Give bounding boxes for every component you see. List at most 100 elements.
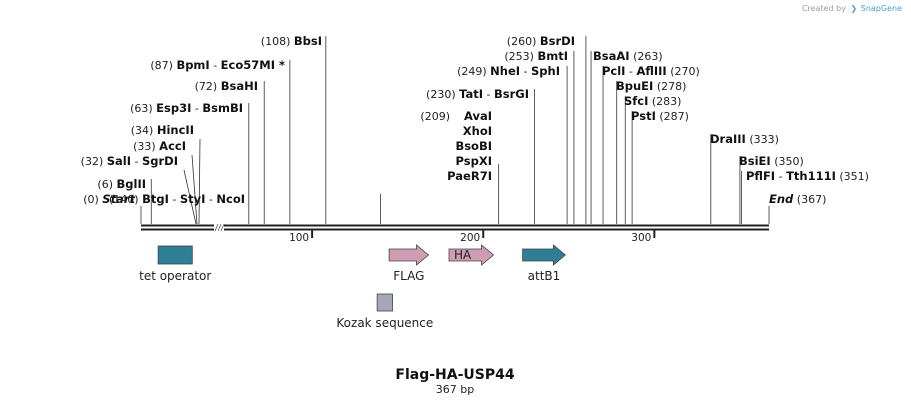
enzyme-name[interactable]: PspXI (456, 154, 492, 168)
enzyme-site-label[interactable]: PclI - AflIII (270) (602, 64, 700, 78)
enzyme-site-label[interactable]: (140) BtgI - StyI - NcoI (109, 192, 245, 206)
enzyme-position: (230) (426, 88, 456, 101)
enzyme-site-label[interactable]: (33) AccI (133, 139, 186, 153)
enzyme-name[interactable]: BsoBI (455, 139, 492, 153)
enzyme-position: (140) (109, 193, 139, 206)
enzyme-position: (33) (133, 140, 156, 153)
enzyme-name: SgrDI (142, 154, 178, 168)
enzyme-name[interactable]: XhoI (463, 124, 492, 138)
watermark-brand: SnapGene (861, 4, 902, 13)
cut-site-lines (140, 36, 770, 225)
enzyme-name: BpmI (176, 58, 209, 72)
enzyme-name: SphI (531, 64, 560, 78)
enzyme-name: AccI (159, 139, 186, 153)
enzyme-site-label[interactable]: (253) BmtI (504, 49, 568, 63)
enzyme-name: BglII (117, 177, 147, 191)
sequence-title: Flag-HA-USP44 (395, 367, 514, 383)
enzyme-position: (253) (504, 50, 534, 63)
enzyme-position: (209) (420, 110, 450, 123)
enzyme-name: BpuEI (616, 79, 653, 93)
enzyme-position: (263) (633, 50, 663, 63)
enzyme-position: (350) (774, 155, 804, 168)
enzyme-name[interactable]: PaeR7I (447, 169, 492, 183)
enzyme-site-label[interactable]: (249) NheI - SphI (457, 64, 560, 78)
enzyme-position: (63) (130, 102, 153, 115)
backbone-break-mark (217, 223, 222, 232)
enzyme-name: Eco57MI * (221, 58, 285, 72)
backbone-break-mark (214, 223, 219, 232)
feature-label: attB1 (528, 269, 561, 283)
enzyme-site-label[interactable]: End (367) (769, 192, 826, 206)
enzyme-name: BsrDI (540, 34, 575, 48)
enzyme-name: TatI (459, 87, 483, 101)
enzyme-name[interactable]: AvaI (464, 109, 492, 123)
enzyme-name: AflIII (636, 64, 666, 78)
feature-arrow-flag[interactable] (388, 244, 430, 266)
enzyme-site-label[interactable]: (0) Start (83, 192, 135, 206)
enzyme-labels: (0) Start(6) BglII (32) SalI - SgrDI(33) … (81, 34, 869, 206)
enzyme-name: PflFI (746, 169, 775, 183)
enzyme-name: Esp3I (156, 101, 191, 115)
enzyme-name: NheI (490, 64, 520, 78)
feature-box-kozak[interactable] (376, 293, 393, 312)
enzyme-name: DraIII (710, 132, 746, 146)
enzyme-site-label[interactable]: (108) BbsI (261, 34, 322, 48)
enzyme-name: BsrGI (494, 87, 529, 101)
enzyme-name: PstI (631, 109, 656, 123)
enzyme-site-label[interactable]: (32) SalI - SgrDI (81, 154, 178, 168)
feature-box-tet-operator[interactable] (157, 245, 193, 265)
enzyme-name: NcoI (216, 192, 245, 206)
enzyme-name: BsmBI (202, 101, 243, 115)
enzyme-site-label[interactable]: PstI (287) (631, 109, 689, 123)
enzyme-name: BmtI (537, 49, 568, 63)
enzyme-site-label[interactable]: PflFI - Tth111I (351) (746, 169, 869, 183)
feature-label: FLAG (393, 269, 424, 283)
dna-backbone[interactable] (141, 223, 769, 232)
enzyme-site-label[interactable]: SfcI (283) (624, 94, 681, 108)
enzyme-position: (278) (657, 80, 687, 93)
enzyme-name: Tth111I (786, 169, 836, 183)
enzyme-position: (351) (839, 170, 869, 183)
enzyme-site-label[interactable]: BpuEI (278) (616, 79, 686, 93)
enzyme-name: End (769, 192, 794, 206)
enzyme-position: (0) (83, 193, 99, 206)
feature-arrow-attb1[interactable] (522, 244, 566, 266)
enzyme-site-label[interactable]: BsaAI (263) (593, 49, 663, 63)
enzyme-position: (260) (507, 35, 537, 48)
enzyme-site-label[interactable]: BsiEI (350) (739, 154, 804, 168)
enzyme-name: StyI (180, 192, 206, 206)
cut-line-acci (191, 154, 198, 225)
enzyme-name: BtgI (142, 192, 169, 206)
enzyme-name: HincII (157, 123, 194, 137)
watermark: Created by ❯ SnapGene (802, 4, 902, 13)
enzyme-name: SfcI (624, 94, 648, 108)
enzyme-site-label[interactable]: (34) HincII (131, 123, 194, 137)
enzyme-name: PclI (602, 64, 625, 78)
enzyme-site-label[interactable]: (260) BsrDI (507, 34, 575, 48)
enzyme-position: (333) (749, 133, 779, 146)
enzyme-name: SalI (107, 154, 131, 168)
watermark-prefix: Created by (802, 4, 846, 13)
enzyme-name: Start (102, 192, 135, 206)
enzyme-name: BbsI (294, 34, 322, 48)
enzyme-site-label[interactable]: (6) BglII (97, 177, 146, 191)
enzyme-position: (72) (195, 80, 218, 93)
enzyme-position: (32) (81, 155, 104, 168)
feature-label: tet operator (139, 269, 211, 283)
enzyme-site-label[interactable]: (72) BsaHI (195, 79, 258, 93)
enzyme-name: BsaHI (221, 79, 258, 93)
enzyme-position: (270) (670, 65, 700, 78)
enzyme-position: (367) (797, 193, 827, 206)
cut-line-sali (183, 169, 197, 225)
enzyme-name: BsaAI (593, 49, 630, 63)
snapgene-logo-icon: ❯ (851, 4, 858, 13)
enzyme-site-label[interactable]: (87) BpmI - Eco57MI * (150, 58, 285, 72)
enzyme-site-label[interactable]: (230) TatI - BsrGI (426, 87, 529, 101)
enzyme-site-label[interactable]: DraIII (333) (710, 132, 779, 146)
feature-arrow-ha[interactable] (448, 244, 495, 266)
enzyme-site-label[interactable]: (63) Esp3I - BsmBI (130, 101, 243, 115)
enzyme-name: BsiEI (739, 154, 771, 168)
tick-label: 300 (631, 232, 651, 244)
